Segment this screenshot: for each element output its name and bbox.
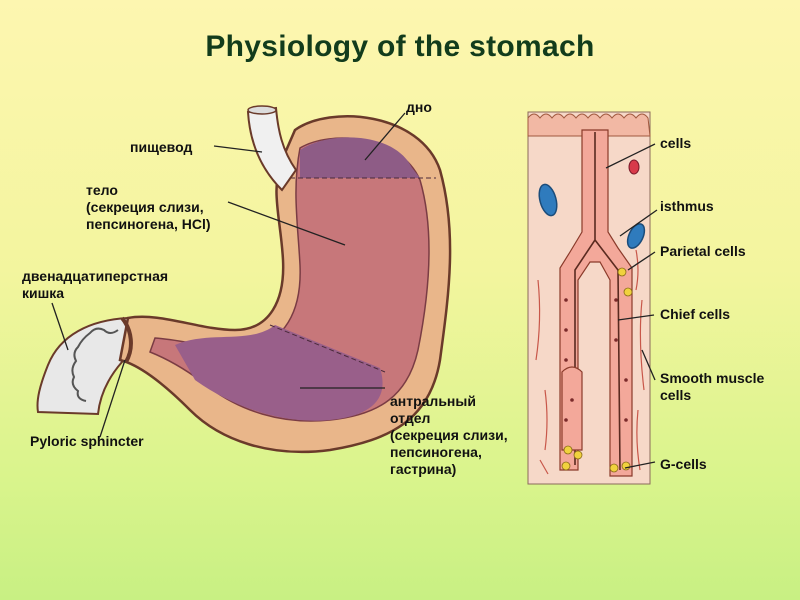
- label-duodenum: двенадцатиперстная кишка: [22, 268, 169, 301]
- pyloric-sphincter: [120, 316, 133, 363]
- fundus-region: [300, 137, 420, 178]
- esophagus-tube: [246, 106, 298, 192]
- label-chief-cells: Chief cells: [660, 306, 731, 322]
- label-body: тело (секреция слизи, пепсиногена, HCl): [86, 182, 211, 232]
- stomach-leader-lines: [51, 112, 406, 438]
- smooth-muscle-fibers: [535, 249, 645, 475]
- blood-vessel-icon: [626, 223, 646, 249]
- label-isthmus: isthmus: [660, 198, 714, 214]
- red-cell-icon: [628, 159, 640, 175]
- cell-nuclei: [564, 298, 628, 422]
- page-title: Physiology of the stomach: [205, 30, 595, 63]
- label-fundus: дно: [406, 99, 432, 115]
- duodenum-tube: [36, 316, 130, 416]
- label-antrum: антральный отдел (секреция слизи, пепсин…: [390, 393, 508, 477]
- label-smooth-muscle-cells: Smooth muscle cells: [660, 370, 765, 403]
- label-g-cells: G-cells: [660, 456, 707, 472]
- gastric-gland-panel: [527, 111, 651, 485]
- gland-leader-lines: [605, 143, 658, 469]
- parietal-cells: [561, 267, 633, 473]
- label-cells: cells: [660, 135, 692, 151]
- duodenum-folds: [71, 327, 119, 402]
- label-esophagus: пищевод: [130, 139, 193, 155]
- label-parietal-cells: Parietal cells: [660, 243, 746, 259]
- blood-vessel-icon: [538, 183, 558, 217]
- antrum-region: [175, 325, 383, 421]
- label-pyloric-sphincter: Pyloric sphincter: [30, 433, 144, 449]
